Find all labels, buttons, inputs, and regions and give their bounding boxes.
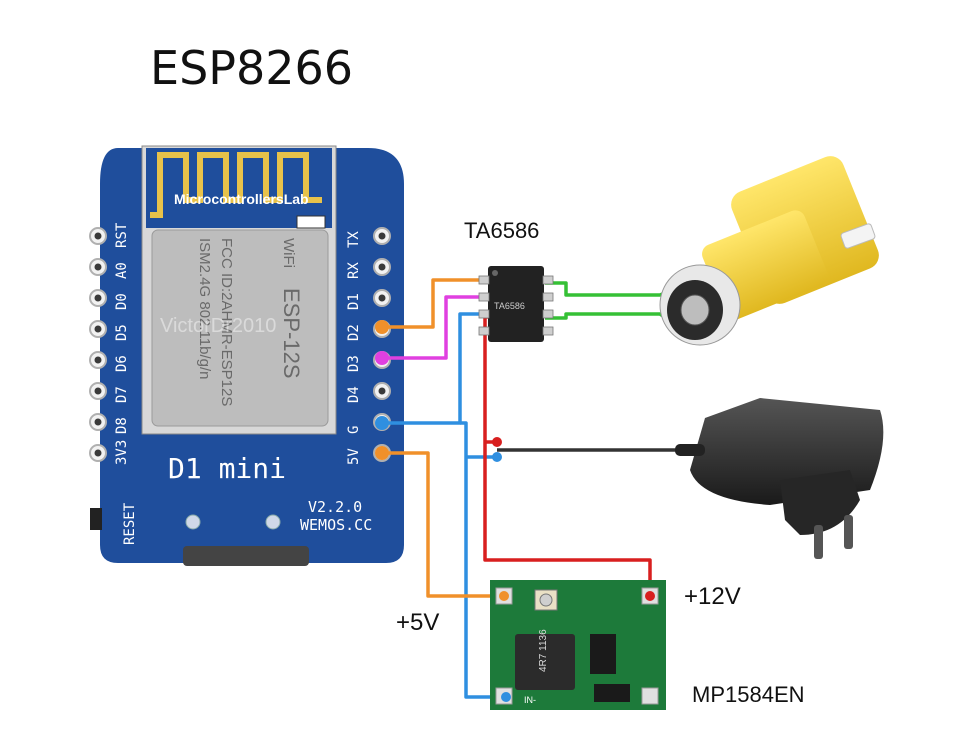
junction-12v xyxy=(492,437,502,447)
driver-pins xyxy=(478,275,554,336)
wire-motor-a xyxy=(545,281,673,297)
pin-label-right-rx: RX xyxy=(346,262,362,279)
regulator-sun-text: IN- xyxy=(524,695,536,705)
driver-chip xyxy=(488,266,544,342)
pin-hole xyxy=(94,325,102,333)
wire-gnd-driver xyxy=(382,312,487,425)
pin-label-right-tx: TX xyxy=(346,231,362,248)
pin-label-left-d5: D5 xyxy=(114,324,130,341)
pot-screw xyxy=(539,593,553,607)
pad-dot xyxy=(499,591,509,601)
pin-hole xyxy=(94,294,102,302)
power-adapter-icon xyxy=(675,398,884,559)
diagram-title: ESP8266 xyxy=(150,41,353,95)
driver-pin xyxy=(542,326,554,336)
adapter-pin xyxy=(814,525,823,559)
reset-button xyxy=(90,508,102,530)
module-line-3: FCC ID:2AHMR-ESP12S xyxy=(218,238,235,406)
pin-label-left-a0: A0 xyxy=(114,262,130,279)
pin-label-right-g: G xyxy=(346,426,362,434)
pin-hole xyxy=(94,418,102,426)
module-line-4: WiFi xyxy=(280,238,297,268)
module-shield xyxy=(151,229,329,427)
via xyxy=(185,514,201,530)
ta6586-driver: TA6586 TA6586 xyxy=(464,218,554,342)
pin-label-right-d3: D3 xyxy=(346,355,362,372)
wire-d3 xyxy=(382,295,487,360)
wire-12v xyxy=(483,315,652,594)
pin-hole xyxy=(94,232,102,240)
pin-label-left-3v3: 3V3 xyxy=(114,440,130,465)
watermark: VictorDr2010 xyxy=(160,315,276,337)
driver-pin xyxy=(542,275,554,285)
junction-gnd xyxy=(492,452,502,462)
module-markings: ESP-12S ISM2.4G 802.11b/g/n FCC ID:2AHMR… xyxy=(196,238,304,406)
pin-label-right-d1: D1 xyxy=(346,293,362,310)
wire-5v xyxy=(382,451,503,598)
reset-label: RESET xyxy=(122,502,138,545)
pin-hole xyxy=(94,387,102,395)
driver-label: TA6586 xyxy=(464,218,539,243)
pin-hole xyxy=(378,232,386,240)
pin-label-left-rst: RST xyxy=(114,222,130,248)
driver-pin xyxy=(542,309,554,319)
driver-pin xyxy=(478,326,490,336)
regulator-label: MP1584EN xyxy=(692,682,805,707)
board-site: WEMOS.CC xyxy=(300,516,372,534)
pin-label-right-d4: D4 xyxy=(346,386,362,403)
chip-notch xyxy=(492,270,498,276)
regulator-inductor xyxy=(515,634,575,690)
gear-motor-icon xyxy=(659,156,879,346)
wire-d2 xyxy=(382,278,487,329)
regulator-chip-text: 4R7 1136 xyxy=(538,629,549,672)
motor-bearing xyxy=(680,294,710,326)
led xyxy=(296,215,326,229)
pin-label-left-d6: D6 xyxy=(114,355,130,372)
d1-mini-board: MicrocontrollersLab ESP-12S ISM2.4G 802.… xyxy=(89,145,404,566)
pin-label-right-5v: 5V xyxy=(346,448,362,465)
board-name: D1 mini xyxy=(168,452,286,485)
pin-label-left-d0: D0 xyxy=(114,293,130,310)
brand-label: MicrocontrollersLab xyxy=(174,191,309,207)
pin-hole xyxy=(378,294,386,302)
voltage-5v-label: +5V xyxy=(396,609,439,636)
pad-dot xyxy=(645,591,655,601)
adapter-pin xyxy=(844,515,853,549)
driver-pin xyxy=(542,292,554,302)
adapter-plug-base xyxy=(780,470,860,535)
module-line-1: ESP-12S xyxy=(279,288,304,379)
motor-shaft xyxy=(840,223,876,249)
pin-hole xyxy=(94,449,102,457)
mp1584en-regulator: 4R7 1136 IN- MP1584EN xyxy=(490,580,805,710)
pin-label-right-d2: D2 xyxy=(346,324,362,341)
pin-label-left-d7: D7 xyxy=(114,386,130,403)
regulator-ic xyxy=(590,634,616,674)
pin-hole xyxy=(378,387,386,395)
pad-in-minus xyxy=(641,687,659,705)
chip-text: TA6586 xyxy=(494,301,525,311)
driver-pin xyxy=(478,292,490,302)
pad-dot xyxy=(501,692,511,702)
wire-gnd-regulator xyxy=(460,421,507,699)
pin-hole xyxy=(378,263,386,271)
pin-label-left-d8: D8 xyxy=(114,417,130,434)
antenna-trace xyxy=(150,152,322,218)
voltage-12v-label: +12V xyxy=(684,583,741,610)
module-line-2: ISM2.4G 802.11b/g/n xyxy=(196,238,213,379)
driver-pin xyxy=(478,309,490,319)
usb-port xyxy=(183,546,309,566)
via xyxy=(265,514,281,530)
driver-pin xyxy=(478,275,490,285)
pin-hole xyxy=(94,356,102,364)
pin-hole xyxy=(94,263,102,271)
board-version: V2.2.0 xyxy=(308,498,362,516)
regulator-diode xyxy=(594,684,630,702)
adapter-cable-stub xyxy=(675,444,705,456)
